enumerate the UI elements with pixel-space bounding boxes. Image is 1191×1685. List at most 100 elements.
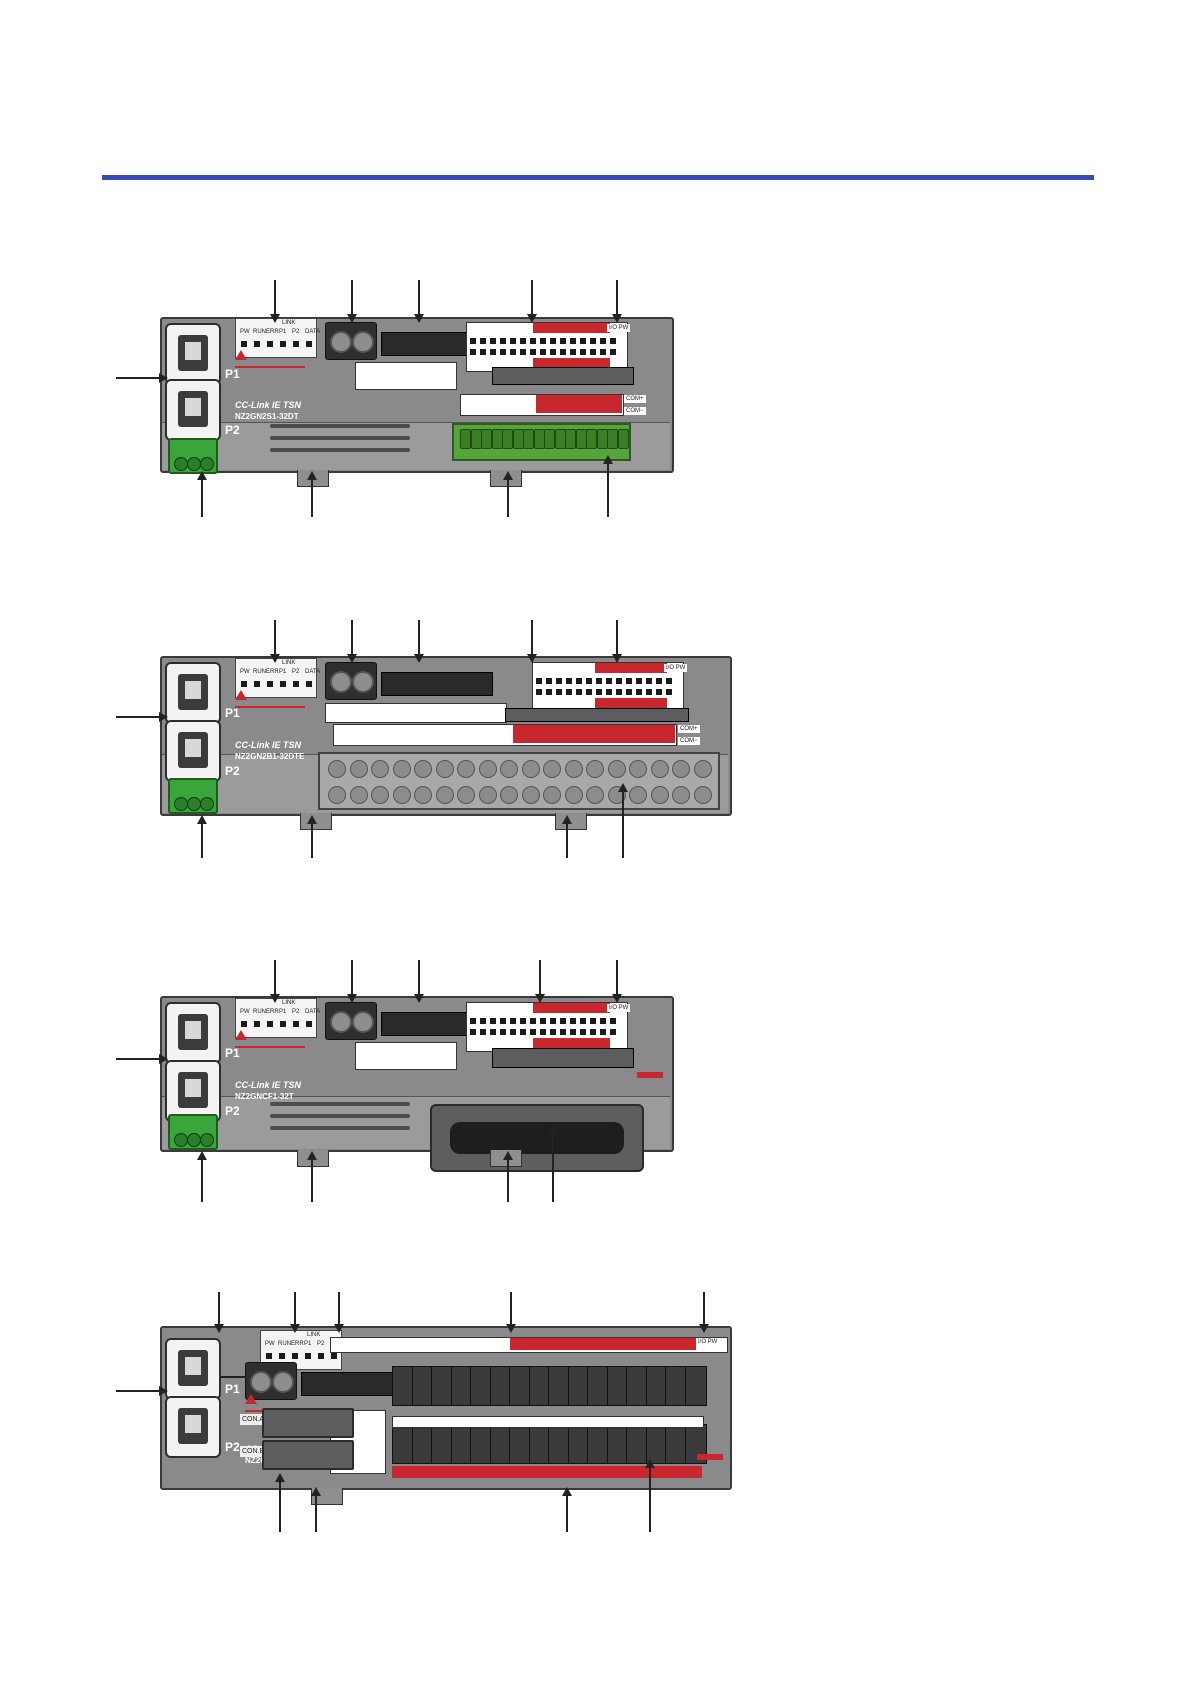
io-led-panel-red xyxy=(533,1003,610,1013)
led-label: RUN xyxy=(253,1009,266,1015)
status-led xyxy=(254,1021,260,1027)
io-led xyxy=(566,689,572,695)
led-group-label: LINK xyxy=(282,1000,296,1006)
io-led xyxy=(570,338,576,344)
spring-clamp-hole xyxy=(672,786,690,804)
terminal-slot xyxy=(596,429,608,449)
io-led-panel-red xyxy=(533,323,610,333)
io-led-strip-red xyxy=(510,1338,696,1350)
io-led xyxy=(470,338,476,344)
spring-clamp-hole xyxy=(586,760,604,778)
spring-clamp-hole xyxy=(371,760,389,778)
mitsubishi-mark-icon xyxy=(235,690,247,700)
connector-slot xyxy=(492,367,634,385)
led-group-label: LINK xyxy=(307,1332,321,1338)
io-led xyxy=(576,689,582,695)
led-label: P1 xyxy=(279,1009,287,1015)
brand-underline xyxy=(235,366,305,368)
callout-arrowhead xyxy=(159,373,168,383)
io-led xyxy=(546,689,552,695)
io-led xyxy=(666,689,672,695)
status-led xyxy=(267,341,273,347)
callout-leader xyxy=(311,1158,313,1202)
io-led xyxy=(576,678,582,684)
io-led xyxy=(480,349,486,355)
d-sub-pin-area xyxy=(450,1122,624,1154)
io-led xyxy=(556,689,562,695)
io-power-label: I/O PW xyxy=(664,664,688,672)
spring-clamp-hole xyxy=(586,786,604,804)
io-led xyxy=(520,1029,526,1035)
io-led xyxy=(626,678,632,684)
led-label: ERR xyxy=(291,1341,304,1347)
led-label: RUN xyxy=(253,669,266,675)
callout-arrowhead xyxy=(197,1151,207,1160)
rj45-jack xyxy=(178,335,208,371)
spring-clamp-hole xyxy=(414,760,432,778)
spring-clamp-hole xyxy=(414,786,432,804)
io-led xyxy=(500,1018,506,1024)
io-led xyxy=(656,689,662,695)
io-led-row xyxy=(470,349,620,355)
io-led xyxy=(646,678,652,684)
led-label: ERR xyxy=(266,1009,279,1015)
rotary-dial-x16 xyxy=(330,1011,352,1033)
io-led xyxy=(580,349,586,355)
rj45-jack xyxy=(178,391,208,427)
terminal-screw xyxy=(200,797,214,811)
callout-leader xyxy=(616,620,618,656)
status-led xyxy=(279,1353,285,1359)
io-led xyxy=(530,349,536,355)
led-label: P2 xyxy=(317,1341,325,1347)
spring-clamp-hole xyxy=(650,760,669,778)
callout-leader xyxy=(607,462,609,517)
callout-arrowhead xyxy=(347,654,357,663)
terminal-slot xyxy=(481,429,492,449)
connector-label: CON.A xyxy=(240,1414,267,1425)
ethernet-port-p1 xyxy=(165,1002,221,1064)
io-led xyxy=(590,338,596,344)
spring-clamp-hole xyxy=(500,786,518,804)
io-led xyxy=(610,1018,616,1024)
callout-leader xyxy=(552,1130,554,1202)
status-led xyxy=(293,341,299,347)
header-rule xyxy=(102,175,1094,180)
io-led xyxy=(606,689,612,695)
com-label: COM− xyxy=(678,737,700,745)
status-led xyxy=(266,1353,272,1359)
io-led xyxy=(560,338,566,344)
push-in-terminal-block xyxy=(452,423,631,461)
callout-leader xyxy=(507,1158,509,1202)
rotary-dial-x1 xyxy=(352,331,374,353)
terminal-slot xyxy=(586,429,597,449)
status-led xyxy=(267,1021,273,1027)
callout-leader xyxy=(622,790,624,858)
callout-leader xyxy=(507,478,509,517)
station-rotary-switch xyxy=(245,1362,297,1400)
ethernet-port-p2 xyxy=(165,1396,221,1458)
io-led xyxy=(560,1029,566,1035)
status-led xyxy=(254,341,260,347)
io-led xyxy=(570,1018,576,1024)
callout-leader xyxy=(201,1158,203,1202)
status-led xyxy=(306,681,312,687)
spring-clamp-hole xyxy=(435,786,454,804)
callout-leader xyxy=(418,280,420,316)
rotary-dial-x1 xyxy=(352,1011,374,1033)
io-led xyxy=(490,1018,496,1024)
io-led-panel-red xyxy=(595,663,667,673)
callout-leader xyxy=(201,822,203,858)
callout-leader xyxy=(274,280,276,316)
led-label: P1 xyxy=(304,1341,312,1347)
io-led xyxy=(600,349,606,355)
io-led xyxy=(536,678,542,684)
terminal-screw xyxy=(174,1133,188,1147)
status-led xyxy=(331,1353,337,1359)
vent-slot xyxy=(270,1102,410,1106)
rotary-dial-x16 xyxy=(330,331,352,353)
terminal-screw xyxy=(187,1133,201,1147)
io-led xyxy=(556,678,562,684)
